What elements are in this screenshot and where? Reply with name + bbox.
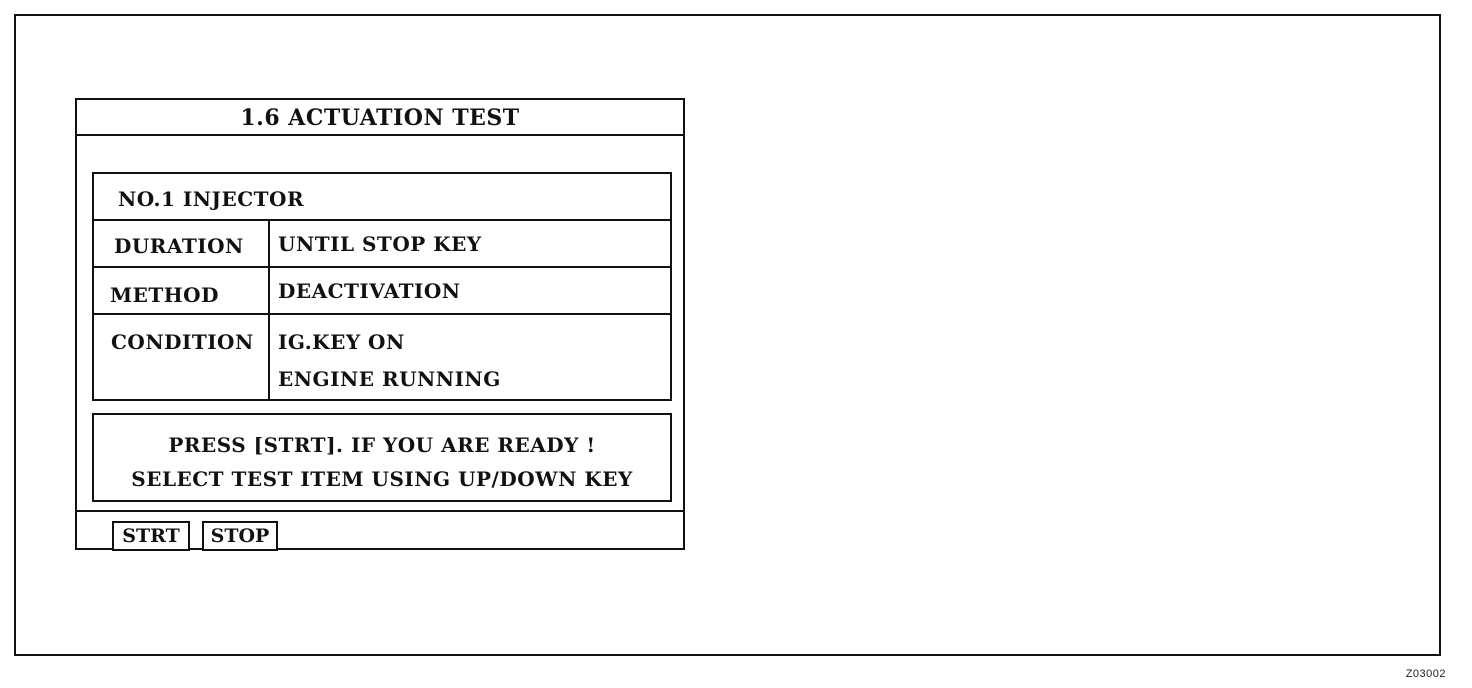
row-label-condition: CONDITION <box>111 330 254 354</box>
row-label-method: METHOD <box>110 283 219 307</box>
tester-screen: 1.6 ACTUATION TEST NO.1 INJECTOR DURATIO… <box>75 98 685 551</box>
stop-button[interactable]: STOP <box>202 521 278 551</box>
table-row-condition: CONDITION IG.KEY ON ENGINE RUNNING <box>94 315 670 401</box>
row-label-duration: DURATION <box>114 234 244 258</box>
test-item-row: NO.1 INJECTOR <box>94 174 670 221</box>
figure-code-label: Z03002 <box>1405 668 1446 680</box>
table-row-duration: DURATION UNTIL STOP KEY <box>94 221 670 268</box>
test-info-table: NO.1 INJECTOR DURATION UNTIL STOP KEY ME… <box>92 172 672 401</box>
row-value-condition-1: IG.KEY ON <box>278 330 405 354</box>
row-value-condition-2: ENGINE RUNNING <box>278 367 501 391</box>
row-value-duration: UNTIL STOP KEY <box>278 232 482 256</box>
row-value-method: DEACTIVATION <box>278 279 461 303</box>
message-line-1: PRESS [STRT]. IF YOU ARE READY ! <box>168 433 596 457</box>
strt-button[interactable]: STRT <box>112 521 190 551</box>
table-row-method: METHOD DEACTIVATION <box>94 268 670 315</box>
test-item-name: NO.1 INJECTOR <box>118 187 305 211</box>
screen-title: 1.6 ACTUATION TEST <box>77 100 683 136</box>
figure-frame <box>14 14 1441 656</box>
function-key-bar: STRT STOP <box>77 510 683 551</box>
message-line-2: SELECT TEST ITEM USING UP/DOWN KEY <box>131 467 633 491</box>
instruction-message-box: PRESS [STRT]. IF YOU ARE READY ! SELECT … <box>92 413 672 502</box>
